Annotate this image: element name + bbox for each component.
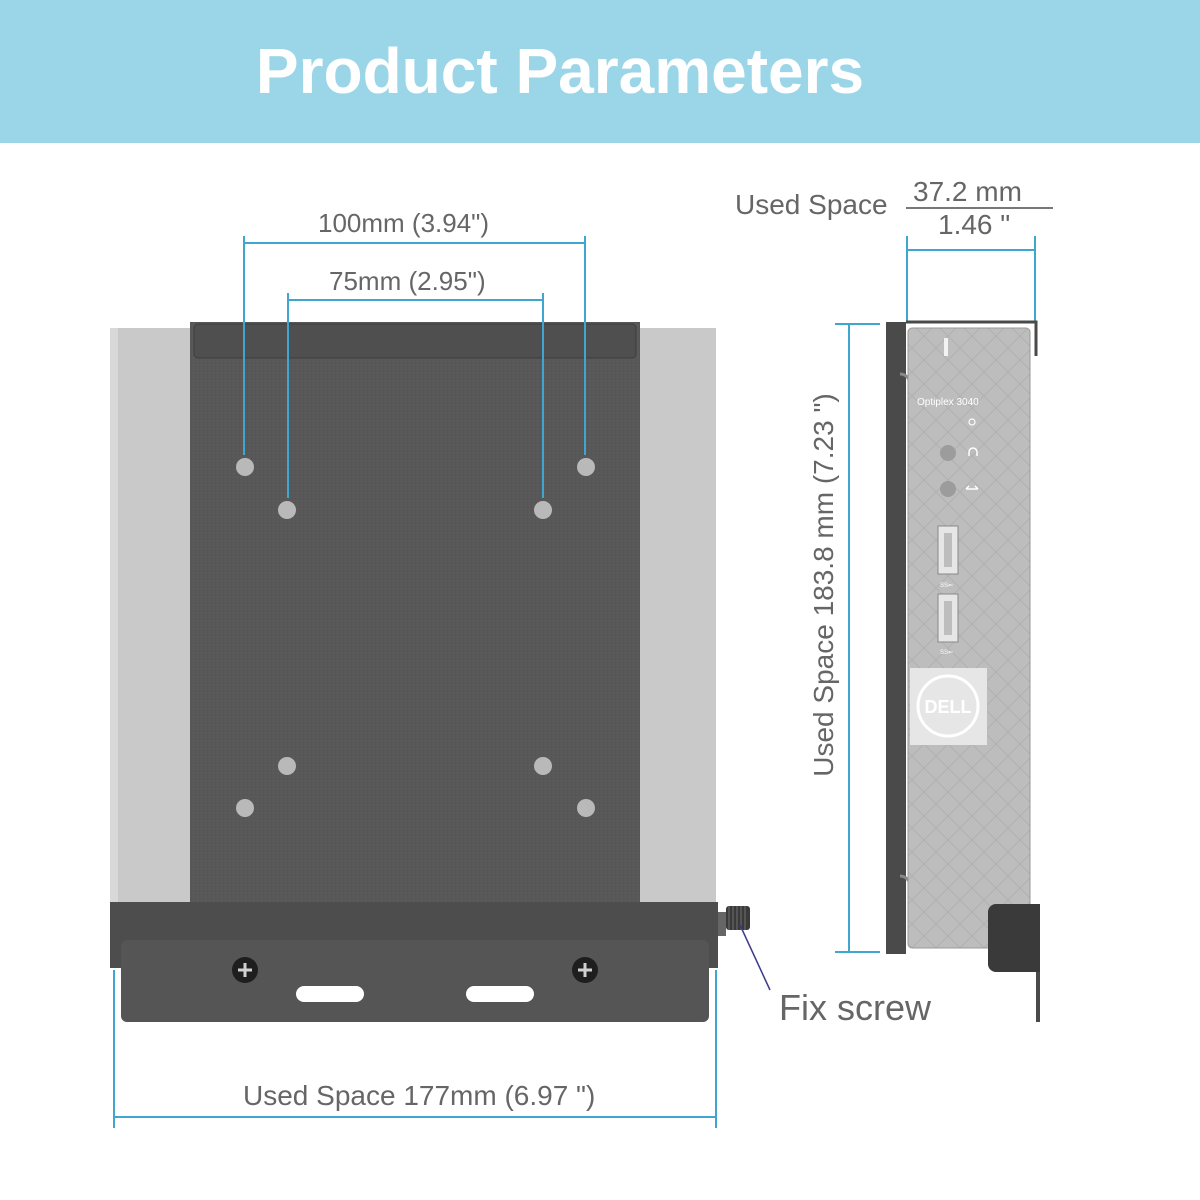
dell-logo-text: DELL (925, 697, 972, 717)
vesa-100-label: 100mm (3.94") (318, 208, 490, 238)
width-used-space-label: Used Space 177mm (6.97 ") (243, 1080, 596, 1111)
dell-logo-icon (916, 674, 980, 738)
dimension-lines (113, 236, 1036, 1128)
line-out-jack-icon (940, 481, 956, 497)
clamp-slot (296, 986, 364, 1002)
headset-jack-icon (940, 445, 956, 461)
vesa-hole (236, 799, 254, 817)
side-clamp (988, 904, 1040, 972)
dim-height (835, 323, 880, 953)
side-panel-left (110, 328, 190, 903)
height-used-space-label: Used Space 183.8 mm (7.23 ") (808, 393, 839, 777)
bracket-front-view (110, 322, 771, 1022)
dim-depth (906, 236, 1036, 322)
side-bracket-plate (886, 322, 906, 954)
thumb-screw-icon (718, 912, 726, 936)
dim-75mm (287, 293, 544, 498)
vesa-hole (577, 458, 595, 476)
vesa-hole (534, 757, 552, 775)
thumb-screw-knob (726, 906, 750, 930)
vesa-hole (577, 799, 595, 817)
line-out-icon (965, 485, 979, 490)
depth-mm-label: 37.2 mm (913, 176, 1022, 207)
usb-label: SS⇐ (940, 650, 953, 656)
vesa-75-label: 75mm (2.95") (329, 266, 486, 296)
bracket-side-view: Optiplex 3040 SS⇐ SS⇐ DELL (886, 320, 1040, 1022)
page-title: Product Parameters (255, 35, 865, 107)
mounting-plate (190, 322, 640, 904)
hdd-activity-icon (968, 418, 976, 426)
dim-width (113, 970, 717, 1128)
fix-screw-label: Fix screw (779, 987, 931, 1028)
dim-100mm (243, 236, 586, 455)
pc-model-label: Optiplex 3040 (917, 397, 979, 408)
side-panel-left-edge (110, 328, 118, 903)
depth-used-space-label: Used Space (735, 189, 888, 220)
vesa-hole (534, 501, 552, 519)
fix-screw-leader (739, 924, 771, 991)
dell-logo-panel (910, 668, 987, 745)
depth-in-label: 1.46 " (938, 209, 1011, 240)
clamp-slot (466, 986, 534, 1002)
pc-front-panel (907, 327, 1031, 949)
vesa-hole (278, 501, 296, 519)
headset-icon (968, 447, 978, 456)
side-panel-right (640, 328, 716, 903)
vesa-holes (236, 458, 595, 817)
plate-top-lip (193, 323, 637, 359)
clamp-front (121, 940, 709, 1022)
vesa-hole (236, 458, 254, 476)
usb-label: SS⇐ (940, 583, 953, 589)
bottom-clamp (110, 902, 750, 1022)
header-banner: Product Parameters (0, 0, 1200, 143)
vesa-hole (278, 757, 296, 775)
power-button-icon (944, 338, 948, 356)
